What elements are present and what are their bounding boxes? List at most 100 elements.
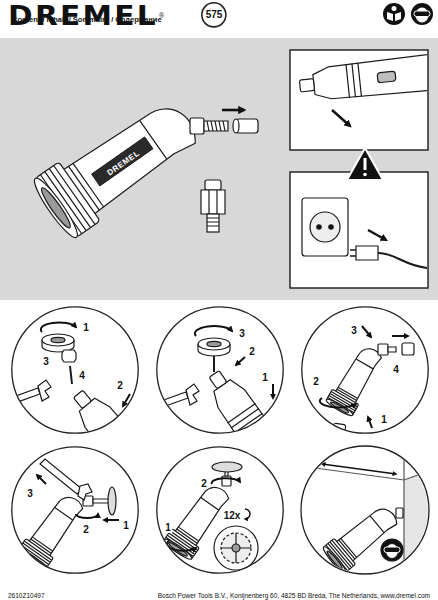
callout-holder: 3 (350, 320, 358, 338)
callout-holder: 3 (42, 351, 50, 369)
unplug-panel-part (290, 172, 428, 288)
callout-number: 3 (238, 329, 246, 339)
document-number-holder: 2610Z10497 (8, 584, 45, 600)
step-5-art-part (245, 509, 250, 519)
angle-attachment-part (190, 118, 258, 134)
publisher-address: Bosch Power Tools B.V., Konijnenberg 60,… (158, 592, 430, 599)
callout-holder: 1 (122, 515, 130, 533)
step-1-art-part (41, 322, 76, 332)
warning-triangle (347, 148, 383, 180)
angle-attachment-part-part (204, 121, 228, 131)
unplug-panel-part-part (356, 246, 378, 260)
step-6-art-part (321, 499, 402, 575)
unplug-panel-part-part (378, 253, 427, 268)
step-5-art-part (221, 533, 251, 563)
step-2-art-part (236, 357, 245, 365)
remove-tool-panel-part-part (298, 54, 427, 104)
step-2-art-part (186, 384, 199, 405)
step-circle: 1342 (11, 306, 139, 434)
hex-adapter-part (207, 214, 219, 232)
step-2-art-part (207, 341, 221, 346)
unplug-panel-part-part (350, 250, 356, 256)
angle-attachment (29, 87, 258, 241)
step-1-art-part (123, 394, 130, 406)
step-4-art (0, 459, 119, 600)
callout-holder: 4 (392, 359, 400, 377)
step-5-art-part (212, 462, 242, 472)
step-4-art-part (76, 514, 98, 518)
step-4-art-part (104, 519, 119, 521)
remove-tool-panel-part (298, 54, 427, 104)
step-4-art-part (78, 484, 92, 500)
model-badge: 575 (201, 2, 227, 28)
read-manual-icon-part (387, 12, 401, 21)
model-number: 575 (206, 10, 223, 20)
step-1-art-part (70, 366, 72, 384)
warning-triangle-part (363, 173, 367, 177)
step-6-art-part (381, 539, 403, 561)
hex-adapter-part (205, 180, 221, 190)
unplug-panel-part (368, 230, 386, 240)
step-outline (301, 306, 429, 434)
step-5-art-part (214, 526, 258, 570)
eye-protection-icon (411, 3, 433, 25)
callout-number: 2 (312, 377, 320, 387)
angle-attachment-part-part (190, 118, 204, 134)
step-1-art (10, 322, 177, 506)
unplug-panel-part-part (310, 212, 340, 242)
registered-mark: ® (159, 12, 164, 20)
step-3-art-part (320, 398, 356, 407)
callout-number: 1 (82, 323, 90, 333)
step-4-art-part (40, 459, 82, 494)
step-5-art-part (232, 544, 240, 552)
angle-attachment-part-part (207, 121, 225, 131)
step-outline (156, 446, 284, 574)
step-5-art-part (212, 478, 240, 484)
step-2-art-part (195, 326, 232, 336)
panel-heading: Content / Inhalt / Sommaire / Содержание (12, 15, 162, 24)
step-3-art-part (378, 344, 388, 355)
remove-tool-panel (290, 50, 433, 150)
unplug-panel-part-part (329, 225, 333, 229)
step-ring (12, 447, 138, 573)
step-3-art-part (368, 417, 372, 428)
hex-adapter-part (209, 190, 217, 214)
step-ring (157, 447, 283, 573)
step-5-art-part (167, 540, 196, 551)
tool-brand-print: DREMEL (106, 149, 142, 178)
panel-heading-holder: Content / Inhalt / Sommaire / Содержание (12, 8, 162, 26)
hex-adapter-part (201, 190, 225, 214)
callout-holder: 2 (312, 371, 320, 389)
step-2-art-part (213, 354, 215, 372)
hex-adapter-part (207, 218, 219, 226)
callout-holder: 1 (82, 317, 90, 335)
document-number: 2610Z10497 (8, 592, 45, 599)
step-2-art (158, 326, 304, 492)
read-manual-icon (383, 3, 405, 25)
unplug-panel (290, 172, 428, 288)
unplug-panel-part-part (317, 225, 321, 229)
step-2-art-part (199, 364, 304, 493)
step-4-art-part (108, 487, 116, 515)
step-2-art-part (158, 392, 188, 408)
callout-holder: 1 (380, 409, 388, 427)
step-4-art-part (37, 475, 46, 484)
step-3-art-part (362, 326, 371, 337)
callout-holder: 3 (26, 483, 34, 501)
callout-holder: 4 (78, 365, 86, 383)
step-5-art (82, 462, 258, 600)
angle-attachment-part-part (233, 119, 239, 133)
registered-mark-holder: ® (159, 4, 164, 22)
step-3-art-part (402, 343, 414, 355)
callout-holder: 3 (238, 323, 246, 341)
callout-number: 2 (82, 525, 90, 535)
callout-number: 1 (122, 521, 130, 531)
step-6-art (213, 446, 432, 600)
step-ring (12, 307, 138, 433)
step-ring (157, 307, 283, 433)
step-circle: 3 2 1 4 (301, 306, 429, 434)
read-manual-icon-part (392, 6, 397, 11)
step-4-art-part (93, 499, 109, 503)
